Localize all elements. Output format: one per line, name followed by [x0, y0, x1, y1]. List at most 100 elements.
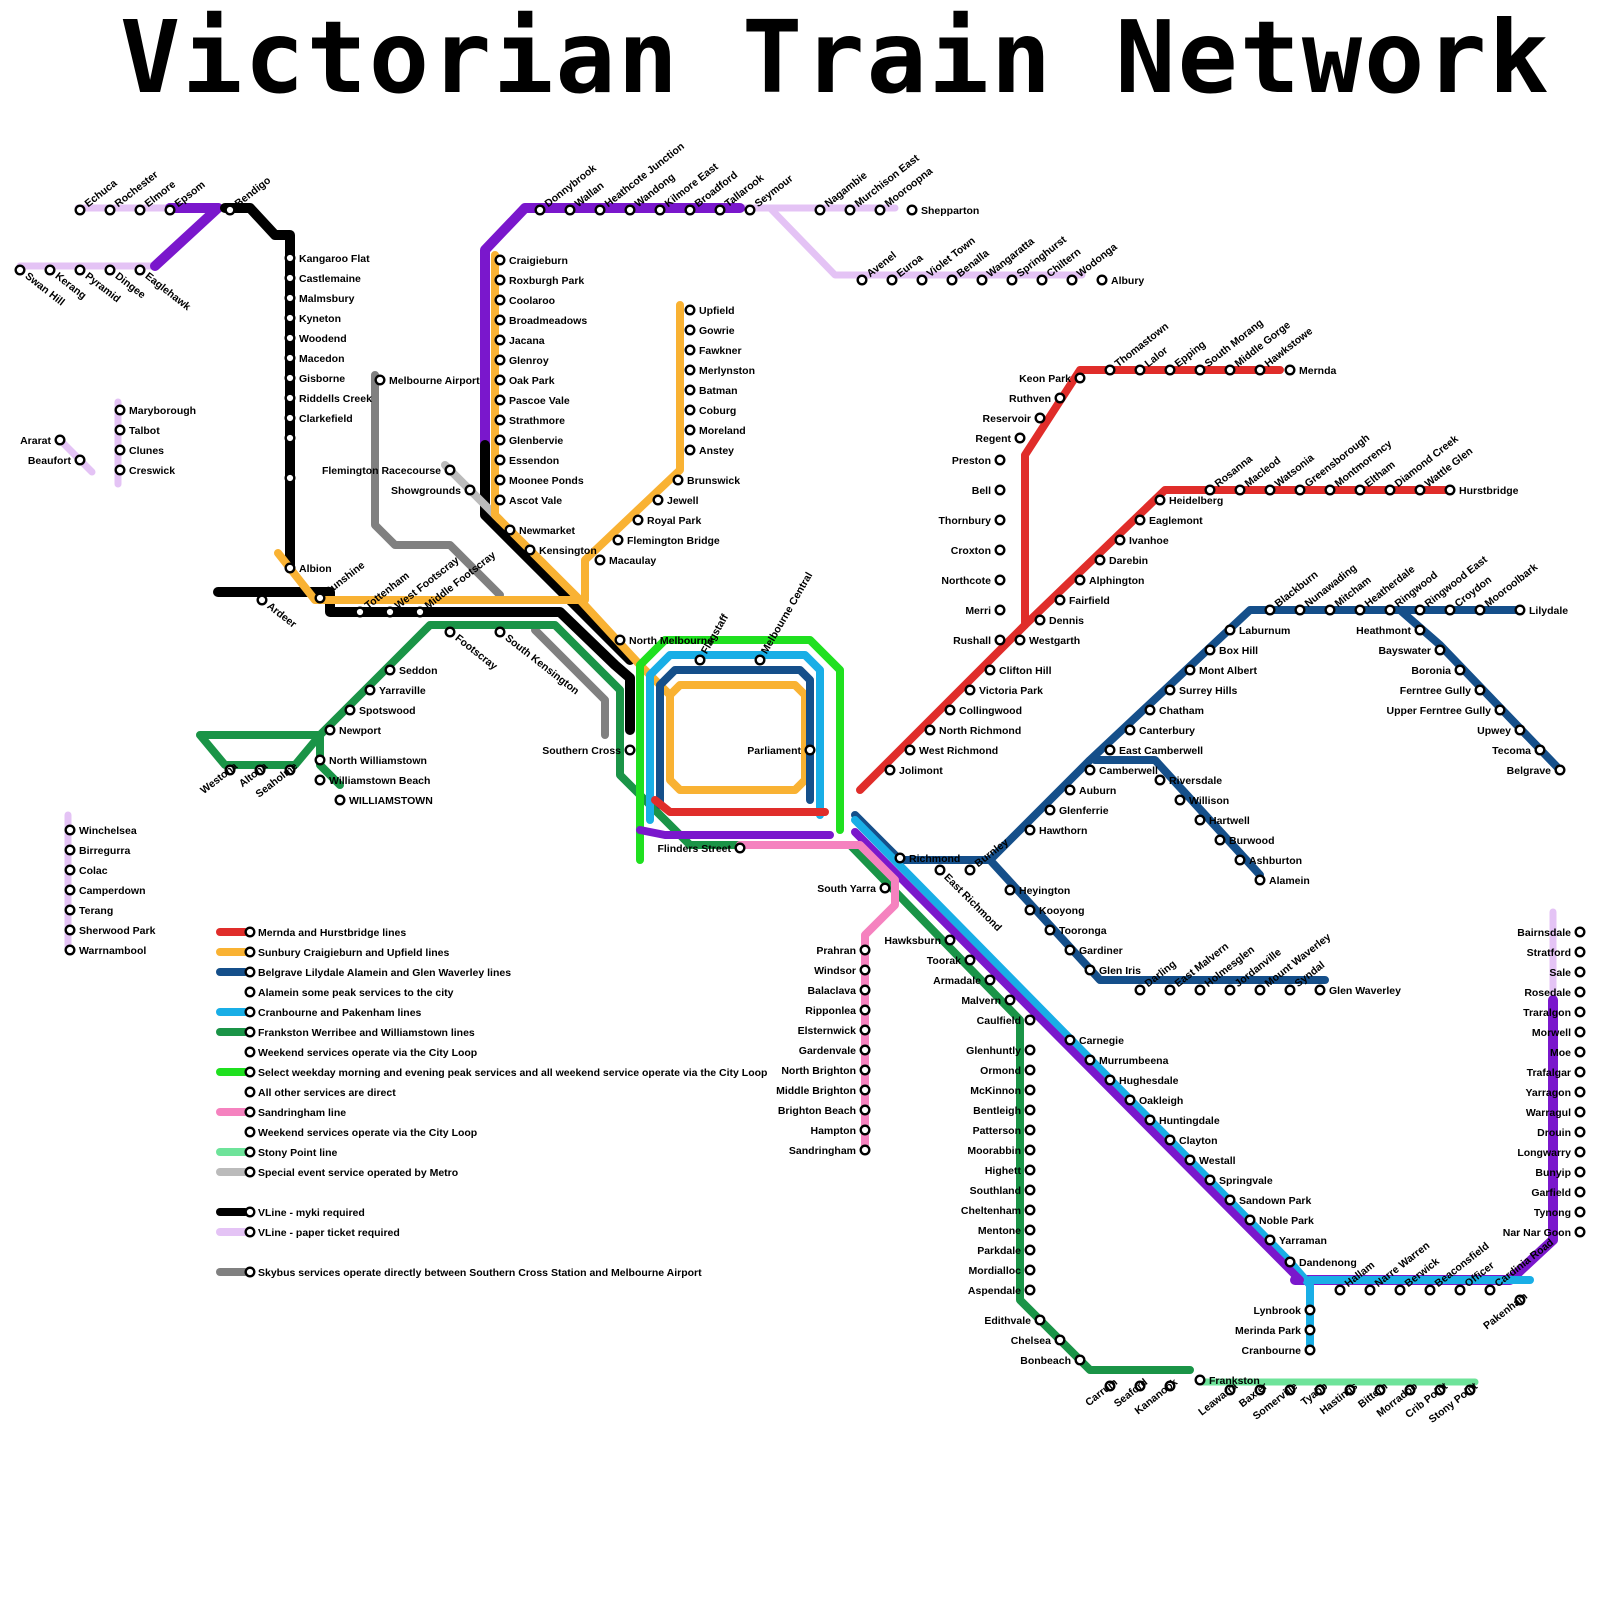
- station-melbourne-airport[interactable]: Melbourne Airport: [376, 375, 480, 387]
- station-dot[interactable]: [56, 436, 65, 445]
- station-dot[interactable]: [1026, 1046, 1035, 1055]
- station-dot[interactable]: [106, 206, 115, 215]
- station-dot[interactable]: [1098, 276, 1107, 285]
- station-dot[interactable]: [626, 746, 635, 755]
- station-dot[interactable]: [526, 546, 535, 555]
- station-dot[interactable]: [46, 266, 55, 275]
- station-dot[interactable]: [1336, 1286, 1345, 1295]
- station-seddon[interactable]: Seddon: [386, 665, 438, 677]
- station-dot[interactable]: [226, 206, 235, 215]
- station-maryborough[interactable]: Maryborough: [116, 405, 196, 417]
- station-lilydale[interactable]: Lilydale: [1516, 605, 1569, 617]
- station-dot[interactable]: [936, 866, 945, 875]
- station-glenroy[interactable]: Glenroy: [496, 355, 549, 367]
- station-dot[interactable]: [1416, 606, 1425, 615]
- station-trafalgar[interactable]: Trafalgar: [1527, 1067, 1585, 1079]
- station-dot[interactable]: [1166, 1136, 1175, 1145]
- station-dot[interactable]: [506, 526, 515, 535]
- station-riddells-creek[interactable]: Riddells Creek: [286, 393, 372, 405]
- station-hawthorn[interactable]: Hawthorn: [1026, 825, 1088, 837]
- station-creswick[interactable]: Creswick: [116, 465, 176, 477]
- station-dot[interactable]: [386, 666, 395, 675]
- station-upwey[interactable]: Upwey: [1477, 725, 1524, 737]
- station-dot[interactable]: [76, 266, 85, 275]
- station-boronia[interactable]: Boronia: [1411, 665, 1464, 677]
- station-dot[interactable]: [1576, 1088, 1585, 1097]
- station-dot[interactable]: [858, 276, 867, 285]
- station-croxton[interactable]: Croxton: [951, 545, 1005, 557]
- station-dot[interactable]: [1576, 988, 1585, 997]
- station-dot[interactable]: [566, 206, 575, 215]
- station-dot[interactable]: [1556, 766, 1565, 775]
- station-colac[interactable]: Colac: [66, 865, 108, 877]
- station-dot[interactable]: [686, 426, 695, 435]
- station-dot[interactable]: [1196, 366, 1205, 375]
- station-dot[interactable]: [1156, 776, 1165, 785]
- station-dot[interactable]: [1176, 796, 1185, 805]
- station-dot[interactable]: [861, 1046, 870, 1055]
- station-dot[interactable]: [1196, 816, 1205, 825]
- station-dot[interactable]: [906, 746, 915, 755]
- station-dot[interactable]: [1266, 1236, 1275, 1245]
- station-bell[interactable]: Bell: [972, 485, 1005, 497]
- station-dot[interactable]: [1026, 1226, 1035, 1235]
- station-dot[interactable]: [1576, 1028, 1585, 1037]
- station-dot[interactable]: [1026, 1016, 1035, 1025]
- station-dot[interactable]: [446, 628, 455, 637]
- station-dot[interactable]: [376, 376, 385, 385]
- station-dot[interactable]: [496, 356, 505, 365]
- station-dot[interactable]: [1256, 986, 1265, 995]
- station-dot[interactable]: [1068, 276, 1077, 285]
- station-dot[interactable]: [1136, 986, 1145, 995]
- station-dot[interactable]: [1246, 1216, 1255, 1225]
- station-dot[interactable]: [496, 496, 505, 505]
- station-garfield[interactable]: Garfield: [1531, 1187, 1584, 1199]
- station-darebin[interactable]: Darebin: [1096, 555, 1148, 567]
- station-cardinia-road[interactable]: Cardinia Road: [1486, 1237, 1556, 1295]
- station-north-melbourne[interactable]: North Melbourne: [616, 635, 713, 647]
- station-dot[interactable]: [1256, 876, 1265, 885]
- station-dot[interactable]: [861, 1086, 870, 1095]
- station-winchelsea[interactable]: Winchelsea: [66, 825, 137, 837]
- station-dot[interactable]: [1046, 926, 1055, 935]
- station-royal-park[interactable]: Royal Park: [634, 515, 702, 527]
- station-sandringham[interactable]: Sandringham: [789, 1145, 869, 1157]
- station-dot[interactable]: [626, 206, 635, 215]
- station-bunyip[interactable]: Bunyip: [1535, 1167, 1584, 1179]
- station-southern-cross[interactable]: Southern Cross: [542, 745, 634, 757]
- station-sandown-park[interactable]: Sandown Park: [1226, 1195, 1312, 1207]
- station-malmsbury[interactable]: Malmsbury: [286, 293, 355, 305]
- station-dot[interactable]: [366, 686, 375, 695]
- station-dot[interactable]: [978, 276, 987, 285]
- station-dot[interactable]: [656, 206, 665, 215]
- station-dot[interactable]: [1576, 1228, 1585, 1237]
- station-dot[interactable]: [861, 1126, 870, 1135]
- station-dot[interactable]: [1266, 606, 1275, 615]
- station-dot[interactable]: [286, 314, 295, 323]
- station-dot[interactable]: [1306, 1326, 1315, 1335]
- station-eaglemont[interactable]: Eaglemont: [1136, 515, 1203, 527]
- station-dot[interactable]: [861, 1146, 870, 1155]
- station-chelsea[interactable]: Chelsea: [1011, 1335, 1065, 1347]
- station-dot[interactable]: [996, 606, 1005, 615]
- station-fairfield[interactable]: Fairfield: [1056, 595, 1110, 607]
- station-castlemaine[interactable]: Castlemaine: [286, 273, 361, 285]
- station-dot[interactable]: [736, 844, 745, 853]
- station-dot[interactable]: [1026, 1246, 1035, 1255]
- station-dot[interactable]: [1166, 986, 1175, 995]
- station-dot[interactable]: [1196, 986, 1205, 995]
- station-dot[interactable]: [1446, 486, 1455, 495]
- station-patterson[interactable]: Patterson: [973, 1125, 1035, 1137]
- station-dot[interactable]: [1456, 666, 1465, 675]
- station-dot[interactable]: [1036, 1316, 1045, 1325]
- station-glenbervie[interactable]: Glenbervie: [496, 435, 564, 447]
- station-dot[interactable]: [1136, 516, 1145, 525]
- station-camberwell[interactable]: Camberwell: [1086, 765, 1158, 777]
- station-dot[interactable]: [1026, 1086, 1035, 1095]
- station-dot[interactable]: [1426, 1286, 1435, 1295]
- station-dot[interactable]: [1086, 1056, 1095, 1065]
- station-williamstown[interactable]: WILLIAMSTOWN: [336, 795, 433, 807]
- station-west-richmond[interactable]: West Richmond: [906, 745, 998, 757]
- station-dot[interactable]: [496, 456, 505, 465]
- station-longwarry[interactable]: Longwarry: [1517, 1147, 1584, 1159]
